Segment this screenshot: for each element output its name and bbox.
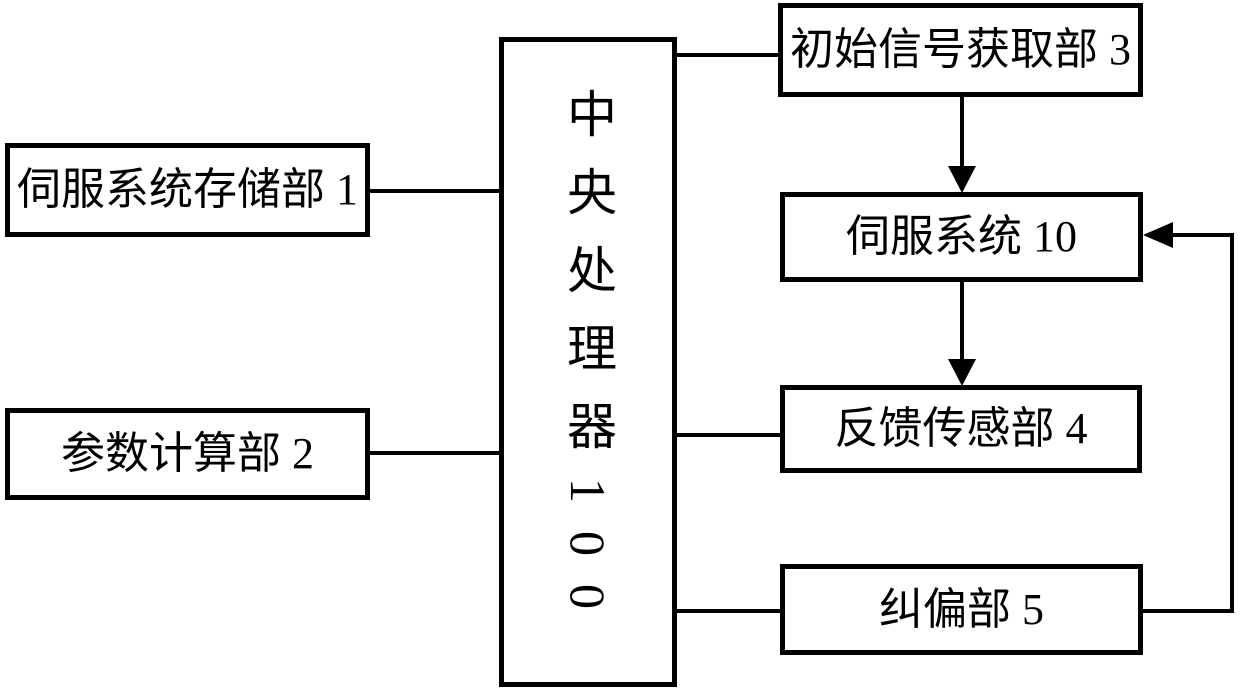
node-param-calc-label: 参数计算部 2 xyxy=(61,429,314,478)
edge-correction-loop-bottom-line xyxy=(1141,609,1234,613)
edge-param-to-cpu xyxy=(368,451,501,455)
node-servo-storage: 伺服系统存储部 1 xyxy=(5,143,370,237)
edge-correction-loop-arrowhead-icon xyxy=(1143,222,1173,248)
node-cpu: 中央处理器100 xyxy=(499,37,677,687)
node-servo-system: 伺服系统 10 xyxy=(780,192,1143,282)
edge-correction-loop-top-line xyxy=(1170,233,1234,237)
edge-initial-to-servo-arrowhead-icon xyxy=(948,166,976,193)
node-initial-signal: 初始信号获取部 3 xyxy=(778,3,1143,97)
node-cpu-label: 中央处理器100 xyxy=(560,87,616,637)
node-param-calc: 参数计算部 2 xyxy=(5,408,370,500)
edge-feedback-to-cpu xyxy=(675,433,782,437)
node-correction: 纠偏部 5 xyxy=(780,564,1143,655)
edge-servo-to-feedback-arrowhead-icon xyxy=(948,359,976,386)
node-correction-label: 纠偏部 5 xyxy=(879,584,1044,634)
edge-initial-to-servo-line xyxy=(960,95,964,168)
node-servo-system-label: 伺服系统 10 xyxy=(846,212,1077,261)
node-servo-storage-label: 伺服系统存储部 1 xyxy=(17,165,358,214)
edge-cpu-to-initial xyxy=(675,53,780,57)
edge-correction-loop-vertical-line xyxy=(1230,233,1234,613)
node-feedback-sensor-label: 反馈传感部 4 xyxy=(834,404,1088,453)
node-feedback-sensor: 反馈传感部 4 xyxy=(780,385,1142,473)
edge-correction-to-cpu xyxy=(675,609,782,613)
node-initial-signal-label: 初始信号获取部 3 xyxy=(790,25,1131,74)
edge-storage-to-cpu xyxy=(368,189,501,193)
edge-servo-to-feedback-line xyxy=(960,280,964,360)
